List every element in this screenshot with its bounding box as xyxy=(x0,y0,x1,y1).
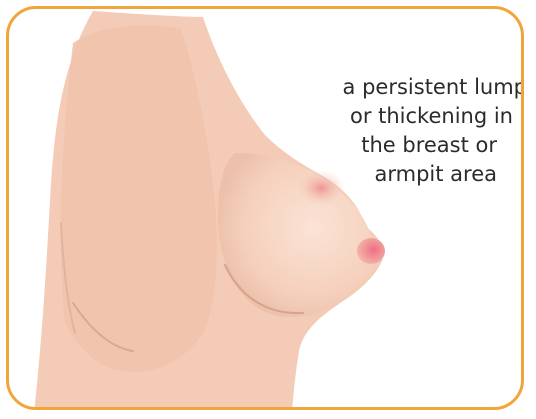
breast-profile-figure xyxy=(6,6,524,410)
symptom-caption: a persistent lump or thickening in the b… xyxy=(279,73,524,189)
caption-line-4: armpit area xyxy=(279,160,524,189)
caption-line-1: a persistent lump xyxy=(279,73,524,102)
arm-shape xyxy=(61,26,217,372)
caption-line-3: the breast or xyxy=(279,131,524,160)
nipple-shape xyxy=(357,238,385,264)
illustration-frame: a persistent lump or thickening in the b… xyxy=(6,6,524,410)
caption-line-2: or thickening in xyxy=(279,102,524,131)
